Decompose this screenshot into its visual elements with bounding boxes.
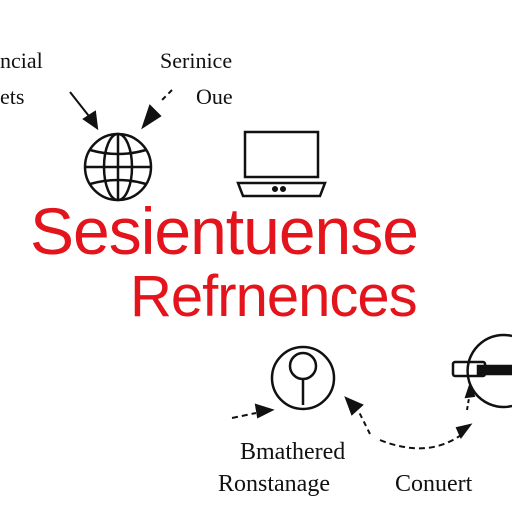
label-bottom-3: Conuert [395,471,473,497]
globe-icon [83,132,153,202]
label-top-left-1: ncial [0,48,43,73]
label-bottom-2: Ronstanage [218,471,330,497]
headline-line-2: Refrnences [130,264,418,329]
arrow-bottom-center [344,396,371,435]
label-top-right-1: Serinice [160,48,233,73]
arrow-top-left [69,91,99,131]
label-bottom-1: Bmathered [240,439,346,465]
label-top-right-2: Oue [196,84,233,109]
key-icon [451,333,512,409]
arrow-top-right [141,89,173,130]
headline-line-1: Sesientuense [30,194,419,268]
arrow-bottom-right-curve [379,423,473,450]
label-top-left-2: ets [0,84,25,109]
arrow-right-up [464,381,476,411]
search-icon [270,345,336,411]
arrow-bottom-left [231,403,275,419]
computer-icon [236,130,327,198]
